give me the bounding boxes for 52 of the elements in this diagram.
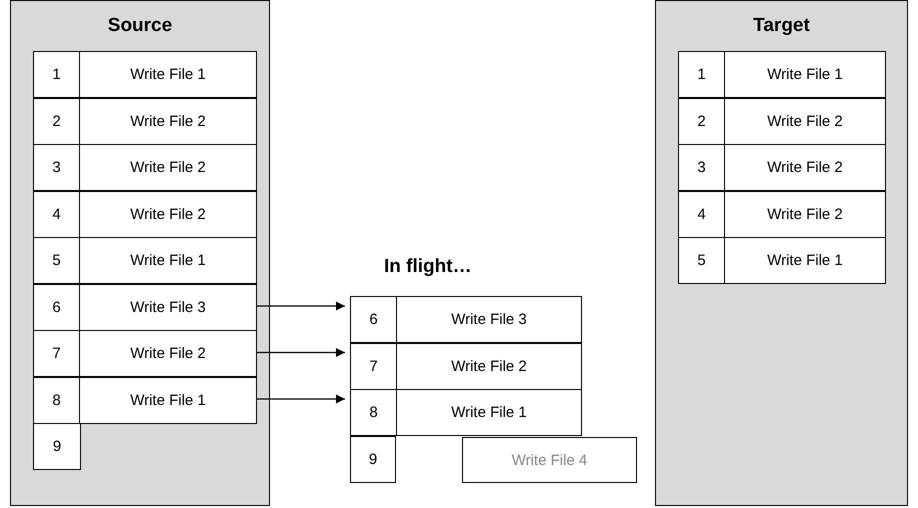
- table-row: [350, 389, 582, 436]
- table-row: [33, 51, 257, 98]
- table-row: [678, 190, 886, 238]
- row-label: Write File 2: [450, 358, 528, 374]
- row-number: 3: [34, 145, 80, 190]
- row-label: Write File 1: [766, 66, 844, 83]
- row-label: Write File 1: [450, 404, 528, 421]
- table-row: [33, 330, 257, 377]
- table-row: [33, 237, 257, 284]
- table-row: [33, 284, 257, 330]
- row-label: Write File 3: [129, 298, 207, 316]
- row-label: Write File 2: [129, 206, 207, 222]
- table-row: [33, 144, 257, 191]
- table-row: [33, 190, 257, 238]
- row-number: 5: [34, 238, 80, 283]
- row-label: Write File 3: [450, 311, 528, 328]
- row-label: Write File 1: [129, 252, 207, 269]
- panel-title: Source: [106, 15, 174, 37]
- table-row: [33, 376, 257, 424]
- table-row: [33, 98, 257, 144]
- row-number: 6: [351, 297, 397, 342]
- table-row: [678, 237, 886, 284]
- row-label: Write File 2: [766, 112, 844, 130]
- row-label: Write File 1: [129, 392, 207, 408]
- row-number: 9: [350, 436, 396, 482]
- arrow: [256, 348, 345, 358]
- row-label: Write File 1: [766, 252, 844, 269]
- row-number: 8: [351, 390, 397, 435]
- table-row: [678, 98, 886, 144]
- row-number: 1: [34, 52, 80, 97]
- row-number: 7: [34, 331, 80, 376]
- panel-title: Target: [752, 15, 811, 37]
- row-label: Write File 2: [129, 159, 207, 176]
- row-label: Write File 1: [129, 66, 207, 83]
- row-label: Write File 2: [766, 206, 844, 222]
- row-number: 5: [679, 238, 725, 283]
- table-row: [678, 144, 886, 191]
- table-row: [350, 296, 582, 343]
- panel: [10, 0, 270, 506]
- arrow: [256, 394, 345, 404]
- panel: [655, 0, 908, 506]
- row-number: 1: [679, 52, 725, 97]
- table-row: [350, 342, 582, 390]
- row-label: Write File 2: [766, 159, 844, 176]
- pending-write-box: Write File 4: [462, 437, 637, 483]
- row-label: Write File 2: [129, 112, 207, 130]
- row-label: Write File 2: [129, 345, 207, 362]
- row-number: 9: [33, 423, 81, 470]
- arrow: [256, 301, 345, 311]
- row-number: 3: [679, 145, 725, 190]
- table-row: [678, 51, 886, 98]
- section-heading: In flight…: [384, 256, 472, 278]
